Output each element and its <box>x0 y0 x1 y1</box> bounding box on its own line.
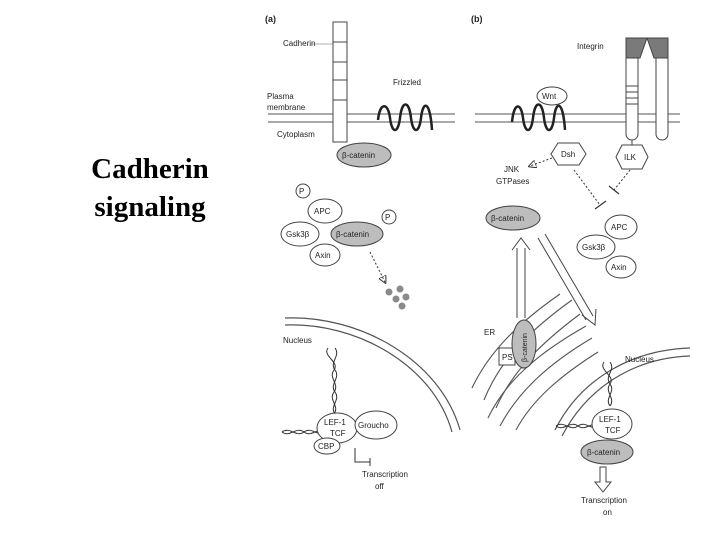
wnt-ligand <box>536 86 568 106</box>
apc-b <box>604 214 638 240</box>
label-cbp-a: CBP <box>318 442 334 451</box>
label-integrin: Integrin <box>577 42 604 51</box>
label-ps: PS <box>502 353 513 362</box>
panel-a: (a) Cadherin Plasma membrane Cytoplasm β… <box>265 14 461 491</box>
label-transcription-off: Transcription <box>362 470 408 479</box>
label-ilk: ILK <box>624 153 637 162</box>
label-gsk3b-a: Gsk3β <box>286 230 310 239</box>
label-nucleus-a: Nucleus <box>283 336 312 345</box>
label-wnt: Wnt <box>542 92 557 101</box>
title-line-1: Cadherin <box>91 153 209 185</box>
label-apc-a: APC <box>314 207 331 216</box>
label-lef1-a: LEF-1 <box>324 418 346 427</box>
label-cadherin: Cadherin <box>283 39 315 48</box>
label-beta-catenin-er: β-catenin <box>522 333 529 362</box>
label-on: on <box>603 508 612 517</box>
label-tcf-a: TCF <box>330 429 346 438</box>
plasma-membrane-b <box>475 113 680 123</box>
cbp-a <box>313 437 341 455</box>
degraded-fragments <box>385 285 410 310</box>
label-jnk: JNK <box>504 165 520 174</box>
integrin-receptor <box>625 37 669 141</box>
panel-a-label: (a) <box>265 14 276 24</box>
axin-a <box>309 243 341 267</box>
label-membrane: membrane <box>267 103 306 112</box>
gsk3b-b <box>576 234 616 260</box>
panel-b-label: (b) <box>471 14 483 24</box>
label-groucho: Groucho <box>358 421 389 430</box>
label-beta-catenin-complex-a: β-catenin <box>336 230 369 239</box>
label-beta-catenin-cytoplasm-b: β-catenin <box>491 214 524 223</box>
lef1-tcf-b <box>591 408 633 440</box>
label-transcription-on: Transcription <box>581 496 627 505</box>
label-tcf-b: TCF <box>605 426 621 435</box>
beta-catenin-nucleus-b <box>580 439 634 465</box>
dsh <box>550 142 587 166</box>
label-p-right: P <box>385 213 390 222</box>
label-gtpases: GTPases <box>496 177 529 186</box>
label-er: ER <box>484 328 495 337</box>
beta-catenin-er <box>511 319 537 369</box>
nuclear-import-arrow <box>537 233 597 326</box>
beta-catenin-complex-a <box>330 221 384 247</box>
cadherin-protein <box>332 21 348 143</box>
label-frizzled: Frizzled <box>393 78 421 87</box>
label-gsk3b-b: Gsk3β <box>582 243 606 252</box>
panel-b: (b) Integrin Wnt Dsh ILK JNK GTPases <box>471 14 691 517</box>
label-axin-a: Axin <box>315 251 331 260</box>
axin-b <box>605 255 637 279</box>
label-off: off <box>375 482 385 491</box>
ilk-inhibition <box>613 169 631 191</box>
plasma-membrane-a <box>268 113 455 123</box>
er-exchange-arrow <box>511 237 531 318</box>
degradation-arrow <box>369 251 385 282</box>
frizzled-receptor <box>376 103 434 132</box>
dsh-inhibition <box>573 169 601 206</box>
phospho-p-top <box>295 183 311 199</box>
beta-catenin-cytoplasm-b <box>485 205 541 231</box>
dna-helix-vertical-a <box>332 347 338 415</box>
slide-title: Cadherin signaling <box>70 150 230 226</box>
label-apc-b: APC <box>611 223 628 232</box>
frizzled-receptor-b <box>510 103 567 132</box>
nuclear-envelope-a <box>284 317 461 431</box>
label-p-top: P <box>299 187 304 196</box>
label-dsh: Dsh <box>561 150 575 159</box>
label-beta-catenin-membrane: β-catenin <box>342 151 375 160</box>
label-nucleus-b: Nucleus <box>625 355 654 364</box>
groucho <box>354 410 398 440</box>
label-axin-b: Axin <box>611 263 627 272</box>
title-line-2: signaling <box>94 191 206 223</box>
label-beta-catenin-nucleus-b: β-catenin <box>587 448 620 457</box>
gsk3b-a <box>280 221 320 247</box>
phospho-p-right <box>381 209 397 225</box>
repression-line <box>354 448 370 463</box>
apc-a <box>307 198 343 224</box>
label-cytoplasm: Cytoplasm <box>277 130 315 139</box>
transcription-on-arrow <box>593 466 613 493</box>
nuclear-envelope-b <box>554 347 691 431</box>
label-plasma: Plasma <box>267 92 294 101</box>
beta-catenin-membrane <box>336 142 392 168</box>
label-lef1-b: LEF-1 <box>599 415 621 424</box>
dsh-to-jnk-arrow <box>530 157 553 166</box>
ilk <box>615 144 649 170</box>
